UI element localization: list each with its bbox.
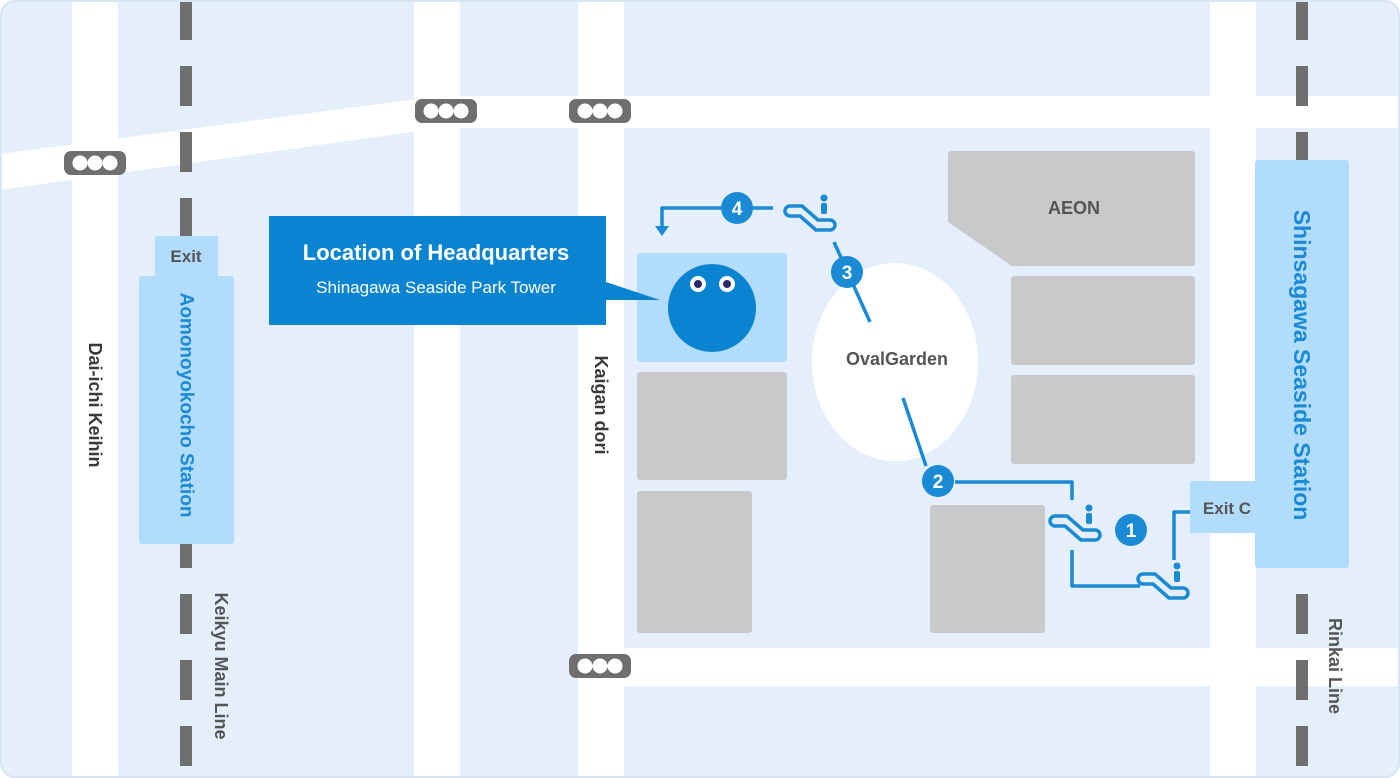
keikyu-line-label: Keikyu Main Line — [211, 592, 231, 739]
road-horizontal-north — [1, 96, 1399, 190]
svg-text:3: 3 — [842, 263, 853, 284]
headquarters-mascot-icon — [668, 264, 756, 352]
traffic-light-icon — [415, 99, 477, 123]
route-step-4: 4 — [721, 192, 753, 224]
building-block — [930, 505, 1045, 633]
aomonoyokocho-station-label: Aomonoyokocho Station — [176, 293, 197, 518]
aomonoyokocho-exit — [155, 236, 218, 278]
shinagawa-seaside-station-label: Shinsagawa Seaside Station — [1289, 210, 1315, 521]
route-step-3: 3 — [831, 256, 863, 288]
daiichi-keihin-label: Dai-ichi Keihin — [85, 342, 105, 467]
building-blocks — [637, 151, 1195, 633]
svg-text:4: 4 — [732, 199, 743, 220]
aeon-label: AEON — [1048, 198, 1100, 218]
shinagawa-seaside-exit-label: Exit C — [1203, 499, 1251, 518]
headquarters-title: Location of Headquarters — [303, 240, 569, 265]
route-segment — [1070, 550, 1140, 588]
traffic-light-icon — [569, 654, 631, 678]
route-segment — [955, 480, 1074, 500]
building-block — [1011, 375, 1195, 464]
aomonoyokocho-exit-label: Exit — [170, 247, 202, 266]
shinagawa-seaside-exit-c — [1190, 481, 1260, 533]
shinagawa-seaside-platform — [1255, 160, 1349, 568]
traffic-light-icon — [64, 151, 126, 175]
oval-garden — [812, 263, 978, 461]
kaigan-dori-label: Kaigan dori — [591, 355, 611, 454]
oval-garden-label: OvalGarden — [846, 349, 948, 369]
svg-text:2: 2 — [933, 472, 944, 493]
route-step-2: 2 — [922, 465, 954, 497]
building-block — [637, 491, 752, 633]
traffic-light-icon — [569, 99, 631, 123]
headquarters-callout: Location of Headquarters Shinagawa Seasi… — [269, 216, 660, 325]
aeon-building — [948, 151, 1195, 266]
svg-text:1: 1 — [1126, 521, 1137, 542]
shinagawa-seaside-station — [1190, 160, 1349, 568]
road-vertical-east — [1210, 1, 1256, 777]
route-step-1: 1 — [1115, 514, 1147, 546]
route-arrow-icon — [655, 226, 669, 236]
aomonoyokocho-platform — [139, 276, 234, 544]
rinkai-line-label: Rinkai Line — [1325, 618, 1345, 714]
aomonoyokocho-station — [139, 236, 234, 544]
headquarters-subtitle: Shinagawa Seaside Park Tower — [316, 278, 556, 297]
road-daiichi-keihin — [72, 1, 118, 777]
building-block — [637, 372, 787, 480]
route-segment — [1172, 510, 1190, 560]
road-horizontal-south — [578, 648, 1399, 686]
route-segment — [901, 397, 928, 467]
road-kaigan-dori — [578, 1, 624, 777]
building-block — [1011, 276, 1195, 365]
